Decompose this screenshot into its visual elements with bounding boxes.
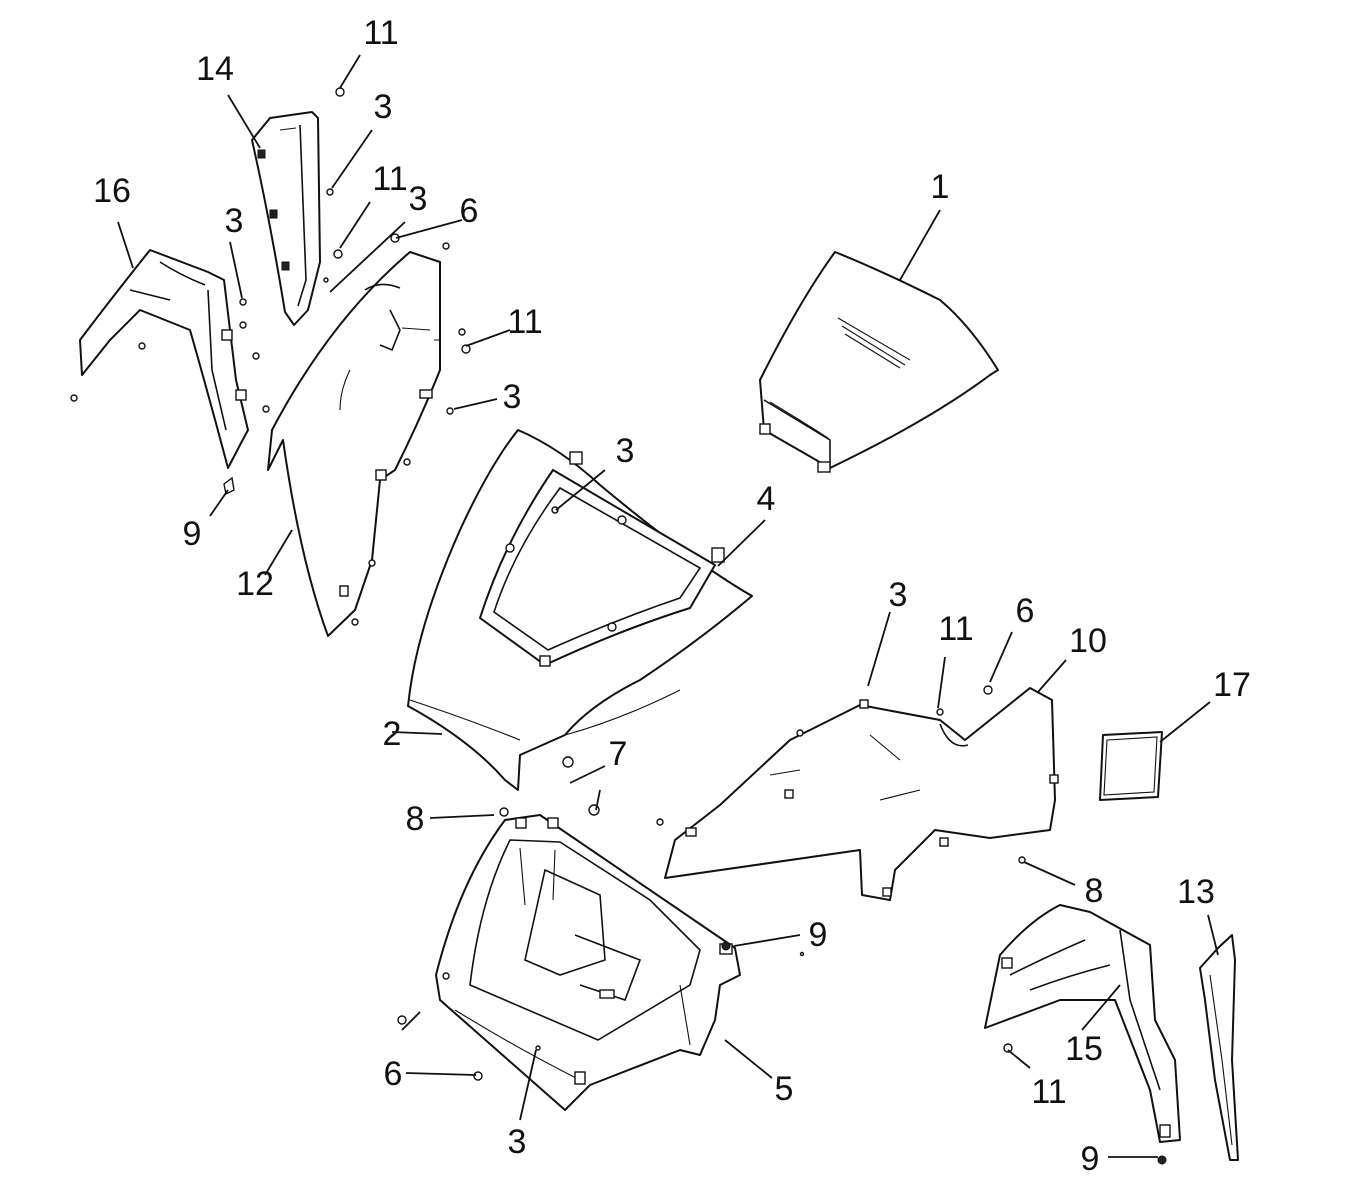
callout-11-bracket: 11: [372, 160, 407, 198]
callout-11-right: 11: [938, 610, 973, 648]
callout-16: 16: [93, 172, 131, 210]
callout-11-bottom: 11: [1031, 1073, 1066, 1111]
callout-15: 15: [1065, 1030, 1103, 1068]
callout-labels: 1 2 3 3 3 3 3 3 3 3 4 5 6 6 6 7 8 8 9 9 …: [93, 14, 1251, 1178]
callout-3-panel: 3: [503, 378, 522, 416]
callout-12: 12: [236, 565, 274, 603]
callout-8-left: 8: [406, 800, 425, 838]
callout-9-tub: 9: [809, 916, 828, 954]
callout-4: 4: [757, 480, 776, 518]
callout-7: 7: [609, 735, 628, 773]
callout-13: 13: [1177, 873, 1215, 911]
callout-5: 5: [775, 1070, 794, 1108]
callout-6-right: 6: [1016, 592, 1035, 630]
part-right-side-panel: [656, 687, 1059, 901]
part-label-17: [1099, 731, 1163, 801]
callout-9-bottom: 9: [1081, 1140, 1100, 1178]
callout-14: 14: [196, 50, 234, 88]
callout-6-top: 6: [460, 192, 479, 230]
callout-17: 17: [1213, 666, 1251, 704]
callout-10: 10: [1069, 622, 1107, 660]
loose-fasteners: [223, 87, 1167, 1165]
callout-11-top: 11: [363, 14, 398, 52]
callout-8-right: 8: [1085, 872, 1104, 910]
callout-2: 2: [383, 715, 402, 753]
callout-6-tub: 6: [384, 1055, 403, 1093]
callout-3-bracket-mid: 3: [409, 180, 428, 218]
callout-3-tub: 3: [508, 1123, 527, 1161]
callout-9-left: 9: [183, 515, 202, 553]
part-left-fender-upper: [70, 249, 249, 469]
part-upright-bracket: [251, 111, 321, 326]
leader-lines: [117, 54, 1219, 1158]
part-storage-tub: [435, 814, 741, 1111]
callout-11-panel: 11: [507, 303, 542, 341]
callout-3-fender: 3: [225, 202, 244, 240]
part-left-side-panel: [267, 251, 441, 637]
part-right-fender-lower: [984, 904, 1181, 1143]
callout-1: 1: [931, 168, 950, 206]
callout-3-fascia: 3: [616, 432, 635, 470]
part-hood-cover: [759, 251, 999, 473]
part-front-fascia: [407, 429, 753, 791]
part-trim-strip: [1199, 934, 1239, 1161]
callout-3-bracket-top: 3: [374, 88, 393, 126]
callout-3-right-panel: 3: [889, 576, 908, 614]
